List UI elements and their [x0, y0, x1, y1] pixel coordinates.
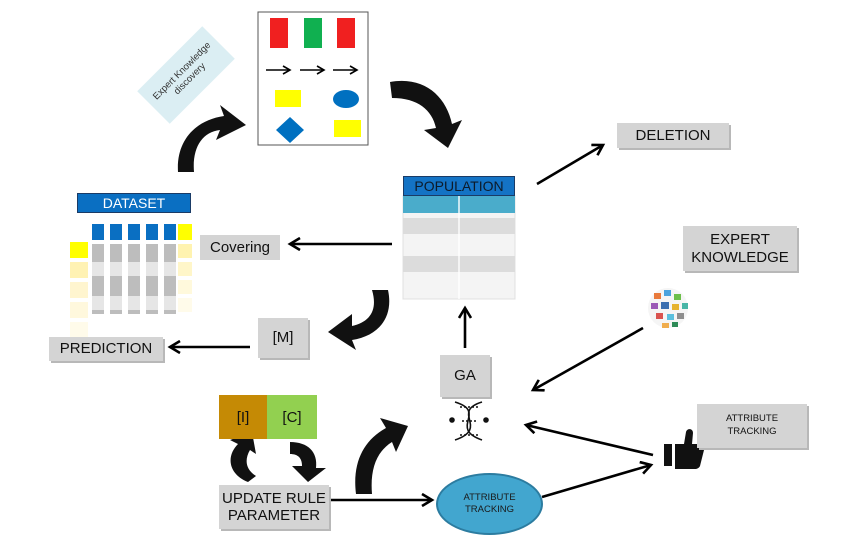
population-table — [402, 195, 516, 300]
ga-box: GA — [440, 355, 490, 397]
curved-arrow-icon-4 — [355, 418, 408, 494]
yellow-rect-shape — [275, 90, 301, 107]
red-bar-shape — [270, 18, 288, 48]
update-rule-parameter-label: UPDATE RULE PARAMETER — [222, 489, 326, 524]
population-label-box: POPULATION — [403, 176, 515, 196]
match-set-label: [M] — [272, 329, 294, 347]
prediction-label: PREDICTION — [59, 340, 153, 358]
thumbs-up-icon — [664, 429, 706, 469]
curved-arrow-icon-2 — [390, 80, 462, 148]
curved-arrow-icon-5 — [230, 432, 256, 482]
attribute-tracking-box: ATTRIBUTE TRACKING — [697, 404, 807, 448]
dataset-label: DATASET — [102, 195, 166, 211]
arrow-to-deletion — [536, 145, 603, 186]
arrow-expert-to-ga — [533, 326, 644, 390]
covering-box: Covering — [200, 235, 280, 260]
green-bar-shape — [304, 18, 322, 48]
incorrect-set-label: [I] — [236, 408, 250, 426]
red-bar-shape-2 — [337, 18, 355, 48]
attribute-tracking-box-label: ATTRIBUTE TRACKING — [725, 413, 779, 437]
expert-knowledge-box: EXPERT KNOWLEDGE — [683, 226, 797, 271]
correct-set-box: [C] — [267, 395, 317, 439]
dataset-label-box: DATASET — [77, 193, 191, 213]
curved-arrow-icon-6 — [290, 442, 326, 482]
deletion-label: DELETION — [635, 126, 711, 144]
prediction-box: PREDICTION — [49, 337, 163, 361]
curved-arrow-icon-3 — [328, 290, 390, 350]
arrow-tracking-to-thumbs — [541, 465, 651, 499]
attribute-tracking-ellipse-label: ATTRIBUTE TRACKING — [463, 491, 516, 515]
deletion-box: DELETION — [617, 123, 729, 148]
match-set-box: [M] — [258, 318, 308, 358]
expert-knowledge-label: EXPERT KNOWLEDGE — [691, 231, 789, 266]
incorrect-set-box: [I] — [219, 395, 267, 439]
update-rule-parameter-box: UPDATE RULE PARAMETER — [219, 485, 329, 529]
dataset-graphic — [70, 224, 192, 338]
blue-diamond-shape — [276, 117, 304, 143]
dna-icon — [449, 401, 489, 441]
arrow-tracking-to-ga — [526, 425, 654, 457]
covering-label: Covering — [209, 238, 271, 256]
blue-ellipse-shape — [333, 90, 359, 108]
curved-arrow-icon — [177, 105, 246, 172]
correct-set-label: [C] — [282, 408, 302, 426]
population-label: POPULATION — [414, 178, 504, 194]
ga-label: GA — [454, 367, 476, 385]
attribute-tracking-ellipse: ATTRIBUTE TRACKING — [436, 473, 543, 535]
yellow-rect-shape-2 — [334, 120, 361, 137]
rule-shapes-panel — [257, 11, 369, 146]
knowledge-cloud-icon — [648, 288, 688, 328]
